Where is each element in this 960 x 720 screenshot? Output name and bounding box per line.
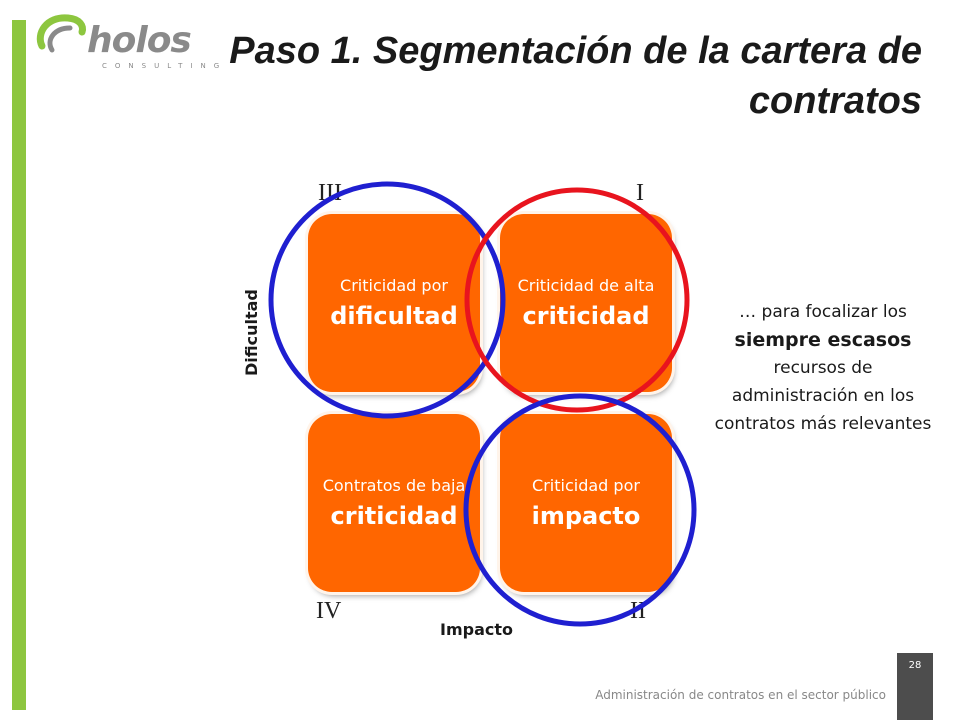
roman-q2: II [630,598,646,624]
quadrant-high-criticality-line2: criticidad [522,302,650,330]
quadrant-low-criticality-line1: Contratos de baja [322,476,466,495]
roman-q3: III [318,180,342,206]
quadrant-impact-line2: impacto [531,502,641,530]
side-note-part1: … para focalizar los [739,302,907,322]
roman-q1: I [636,180,644,206]
accent-bar [12,20,26,710]
quadrant-low-criticality: Contratos de baja criticidad [308,414,480,592]
quadrant-difficulty-line1: Criticidad por [340,276,448,295]
page-number: 28 [897,653,933,720]
quadrant-difficulty-line2: dificultad [330,302,458,330]
logo-word: holos [87,20,192,61]
axis-label-impact: Impacto [440,620,513,639]
quadrant-impact-line1: Criticidad por [532,476,640,495]
side-note: … para focalizar los siempre escasos rec… [708,298,938,438]
slide-title: Paso 1. Segmentación de la cartera de co… [229,30,922,122]
footer-text: Administración de contratos en el sector… [595,688,886,702]
side-note-part2: recursos de administración en los contra… [714,358,932,434]
axis-label-difficulty: Dificultad [242,289,261,376]
quadrant-high-criticality: Criticidad de alta criticidad [500,214,672,392]
logo-subtitle: CONSULTING [102,62,228,70]
holos-logo: holos CONSULTING [32,6,219,76]
side-note-emphasis: siempre escasos [734,329,912,351]
quadrant-impact: Criticidad por impacto [500,414,672,592]
logo-swirl-icon [36,14,86,53]
quadrant-low-criticality-line2: criticidad [330,502,458,530]
quadrant-high-criticality-line1: Criticidad de alta [517,276,655,295]
roman-q4: IV [316,598,342,624]
quadrant-difficulty: Criticidad por dificultad [308,214,480,392]
